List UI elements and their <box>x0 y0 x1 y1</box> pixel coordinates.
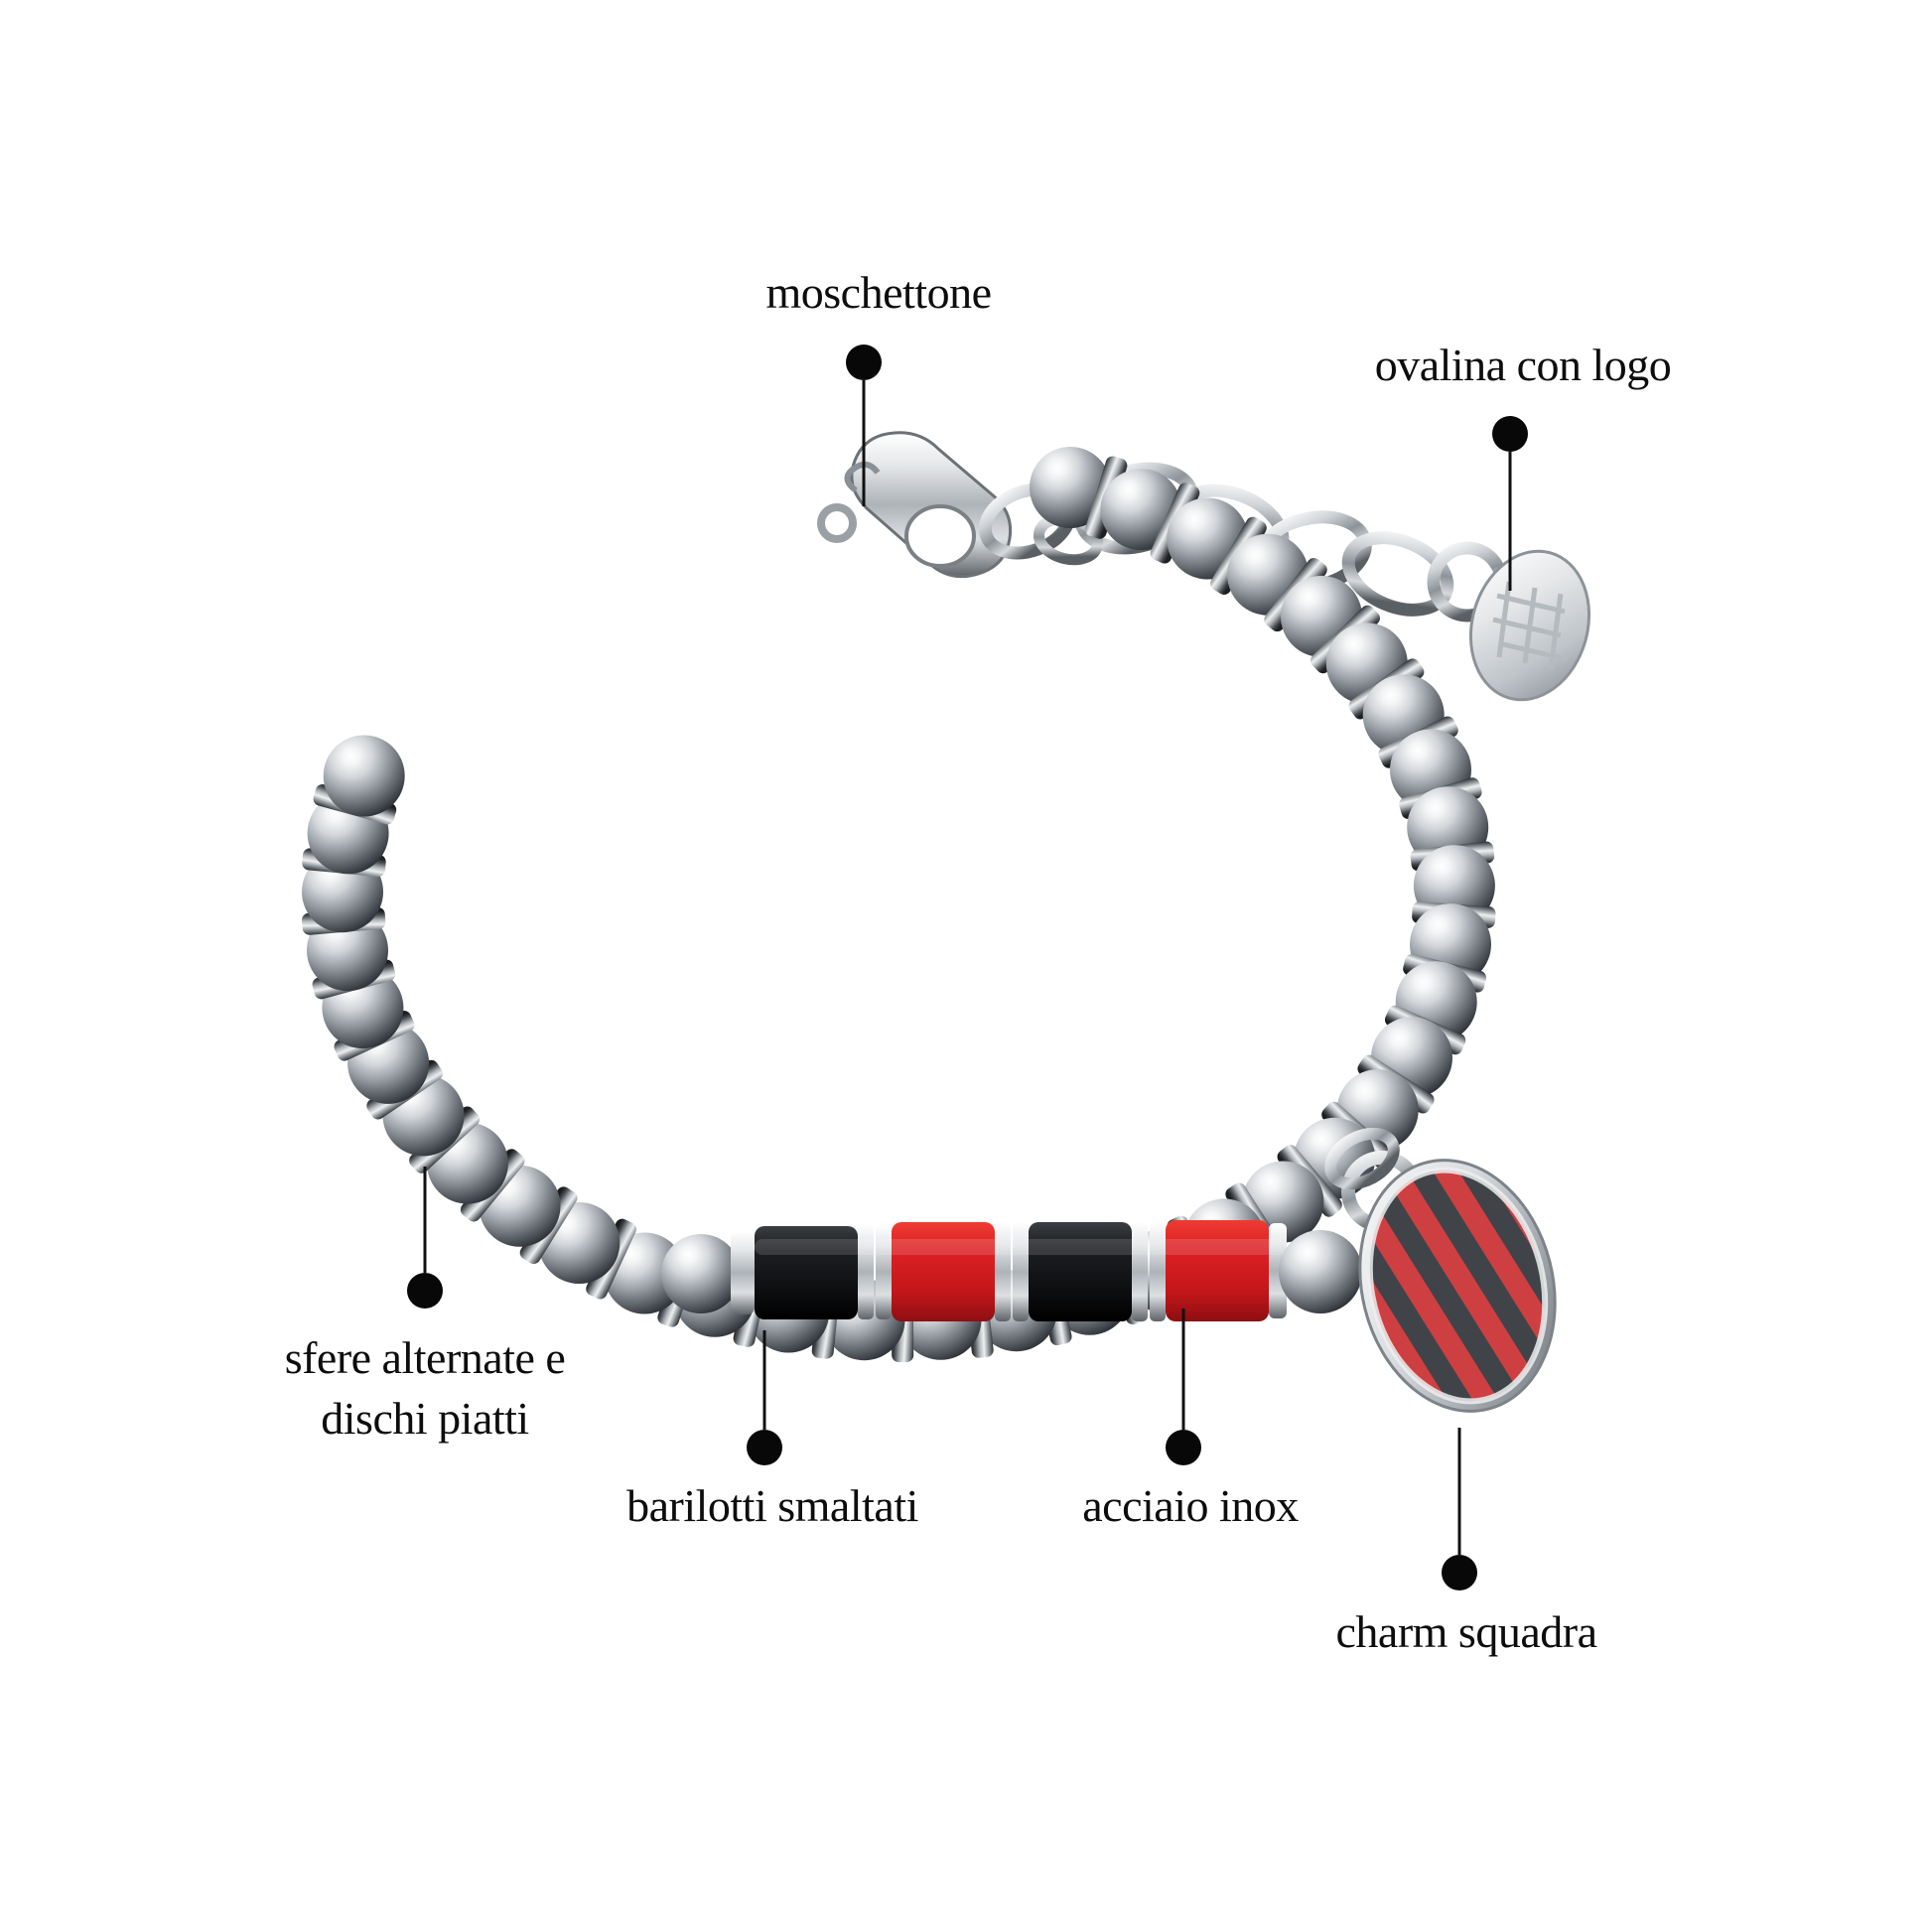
callout-label-barilotti-smaltati: barilotti smaltati <box>626 1480 918 1531</box>
callout-label-acciaio-inox: acciaio inox <box>1082 1480 1299 1531</box>
enamelled-barrels <box>661 1220 1362 1321</box>
leader-dot-barilotti-smaltati <box>747 1430 782 1465</box>
leader-line-acciaio-inox <box>1181 1309 1185 1430</box>
leader-line-ovalina-con-logo <box>1508 452 1512 591</box>
leader-dot-sfere-alternate-e-dischi-piatti <box>407 1273 443 1309</box>
leader-line-charm-squadra <box>1457 1428 1461 1555</box>
lobster-clasp-icon <box>817 431 1104 579</box>
bead-sphere <box>1030 447 1111 528</box>
leader-dot-acciaio-inox <box>1166 1430 1201 1465</box>
leader-line-moschettone <box>862 380 866 506</box>
leader-dot-charm-squadra <box>1442 1555 1477 1590</box>
leader-dot-moschettone <box>846 345 882 380</box>
callout-label-moschettone: moschettone <box>765 267 993 318</box>
callout-label-charm-squadra: charm squadra <box>1335 1606 1598 1657</box>
callout-label-sfere-alternate-e-dischi-piatti: sfere alternate e dischi piatti <box>284 1332 566 1444</box>
callout-label-ovalina-con-logo: ovalina con logo <box>1374 340 1672 390</box>
oval-logo-tag <box>1468 549 1591 702</box>
leader-line-barilotti-smaltati <box>762 1330 766 1430</box>
leader-line-sfere-alternate-e-dischi-piatti <box>423 1167 427 1273</box>
bead-sphere <box>323 735 405 817</box>
logo-engraving-icon <box>1492 581 1568 670</box>
leader-dot-ovalina-con-logo <box>1492 416 1528 452</box>
